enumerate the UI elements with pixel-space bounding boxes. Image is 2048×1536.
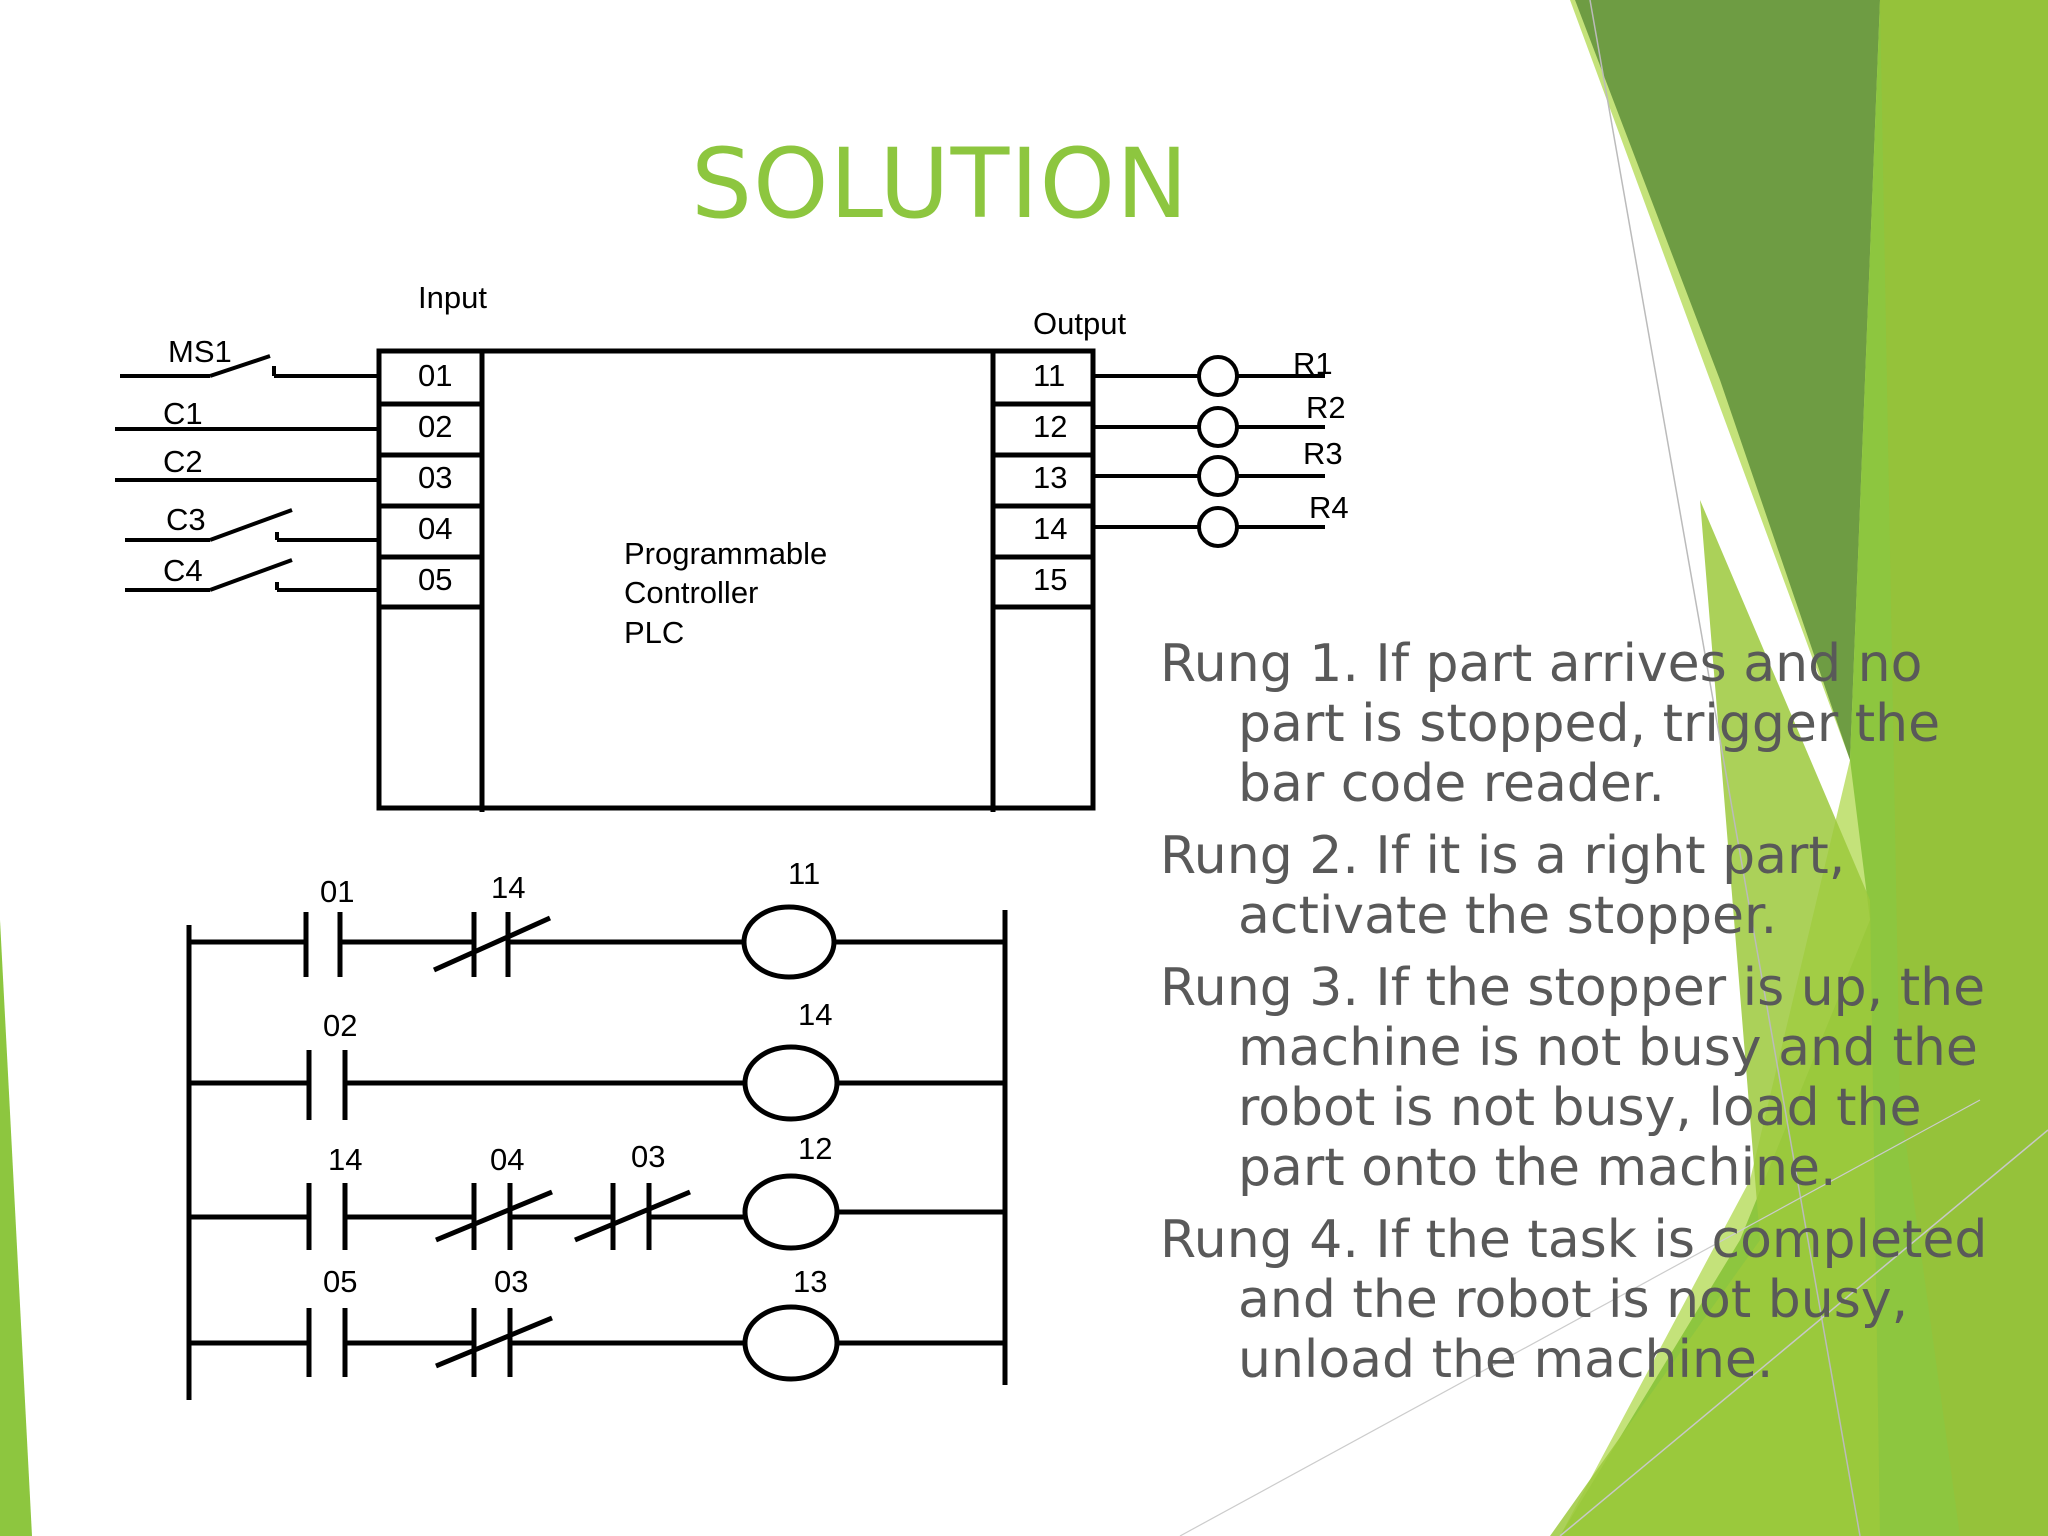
rung-descriptions: Rung 1. If part arrives and no part is s… <box>1160 634 2020 1402</box>
plc-label-line1: Programmable <box>624 536 827 571</box>
input-terminal-04: 04 <box>418 511 452 546</box>
output-terminal-11: 11 <box>1033 358 1065 393</box>
rung3-contact-14-label: 14 <box>328 1142 362 1177</box>
bg-thin-line-3 <box>1179 1099 1981 1536</box>
output-terminal-12: 12 <box>1033 409 1067 444</box>
input-device-c2: C2 <box>163 444 203 479</box>
rung2-contact-02-label: 02 <box>323 1008 357 1043</box>
plc-label-line2: Controller <box>624 575 758 610</box>
input-device-c4: C4 <box>163 553 203 588</box>
ladder-diagram <box>186 904 1008 1400</box>
rung-1 <box>189 904 1005 980</box>
output-device-r1: R1 <box>1293 346 1333 381</box>
output-coil-r4 <box>1197 506 1239 548</box>
output-device-r3: R3 <box>1303 436 1343 471</box>
rung1-coil-11-label: 11 <box>788 856 820 891</box>
input-terminal-05: 05 <box>418 562 452 597</box>
rung-4-description: Rung 4. If the task is completed and the… <box>1160 1210 1988 1390</box>
rung3-coil-12-label: 12 <box>798 1131 832 1166</box>
rung2-coil-14-label: 14 <box>798 997 832 1032</box>
input-device-c1: C1 <box>163 396 203 431</box>
input-terminal-03: 03 <box>418 460 452 495</box>
rung4-contact-03-label: 03 <box>494 1264 528 1299</box>
input-device-c3: C3 <box>166 502 206 537</box>
input-wiring <box>115 354 379 592</box>
rung3-contact-04-label: 04 <box>490 1142 524 1177</box>
slide-title: SOLUTION <box>691 128 1189 240</box>
bg-thin-line-2 <box>1559 1129 2048 1536</box>
output-wiring <box>1093 355 1325 548</box>
rung3-contact-03-label: 03 <box>631 1139 665 1174</box>
output-terminal-14: 14 <box>1033 511 1067 546</box>
bg-shape-right-dark <box>1575 0 1880 760</box>
output-coil-r1 <box>1197 355 1239 397</box>
rung4-coil-13-label: 13 <box>793 1264 827 1299</box>
rung-3-description: Rung 3. If the stopper is up, the machin… <box>1160 958 1986 1198</box>
bg-shape-right-edge <box>1880 0 2048 1536</box>
plc-box <box>376 348 1096 812</box>
rung1-contact-01-label: 01 <box>320 874 354 909</box>
bg-shape-left <box>0 920 32 1536</box>
input-device-ms1: MS1 <box>168 334 232 369</box>
rung-3 <box>189 1173 1005 1251</box>
output-coil-r3 <box>1197 455 1239 497</box>
output-label: Output <box>1033 306 1126 341</box>
rung-2 <box>189 1044 1005 1122</box>
output-coil-r2 <box>1197 406 1239 448</box>
output-device-r4: R4 <box>1309 490 1349 525</box>
rung-1-description: Rung 1. If part arrives and no part is s… <box>1160 634 1941 814</box>
rung-2-description: Rung 2. If it is a right part, activate … <box>1160 826 1846 946</box>
output-terminal-15: 15 <box>1033 562 1067 597</box>
rung1-contact-14-label: 14 <box>491 870 525 905</box>
bg-thin-line-1 <box>1589 0 1861 1536</box>
rung4-contact-05-label: 05 <box>323 1264 357 1299</box>
input-label: Input <box>418 280 487 315</box>
input-terminal-01: 01 <box>418 358 452 393</box>
bg-shape-right-bright <box>1550 500 1880 1536</box>
input-terminal-02: 02 <box>418 409 452 444</box>
rung-4 <box>189 1304 1005 1382</box>
output-device-r2: R2 <box>1306 390 1346 425</box>
output-terminal-13: 13 <box>1033 460 1067 495</box>
plc-label-line3: PLC <box>624 615 684 650</box>
